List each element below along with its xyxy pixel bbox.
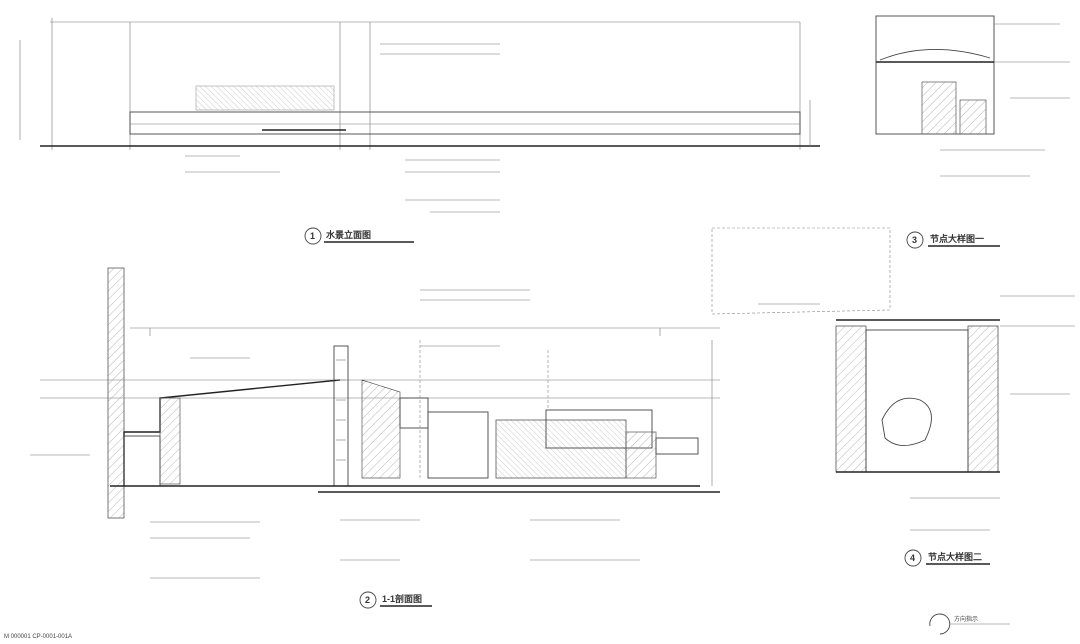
section-note-lines [30,289,640,579]
direction-marker-label: 方向指示 [954,615,978,623]
section-title-text: 1-1剖面图 [382,593,422,604]
detail-b-number: 4 [910,553,915,563]
elevation-drawing [19,18,820,213]
section-drawing [30,267,720,579]
detail-a-number: 3 [912,235,917,245]
detail-a-title: 3 节点大样图一 [906,231,1000,249]
detail-a-title-text: 节点大样图一 [930,233,984,244]
elevation-title: 1 水景立面图 [304,227,414,245]
detail-b-title-text: 节点大样图二 [928,551,982,562]
sheet-note: M 000001 CP-0001-001A [4,634,72,640]
detail-a-drawing [875,15,1070,177]
direction-marker: 方向指示 [929,613,1010,635]
elevation-title-text: 水景立面图 [326,229,371,240]
detail-b-drawing [711,227,1075,531]
section-title: 2 1-1剖面图 [359,591,432,609]
section-number: 2 [365,595,370,605]
elevation-number: 1 [310,231,315,241]
detail-b-title: 4 节点大样图二 [904,549,990,567]
elevation-note-lines [185,43,500,213]
